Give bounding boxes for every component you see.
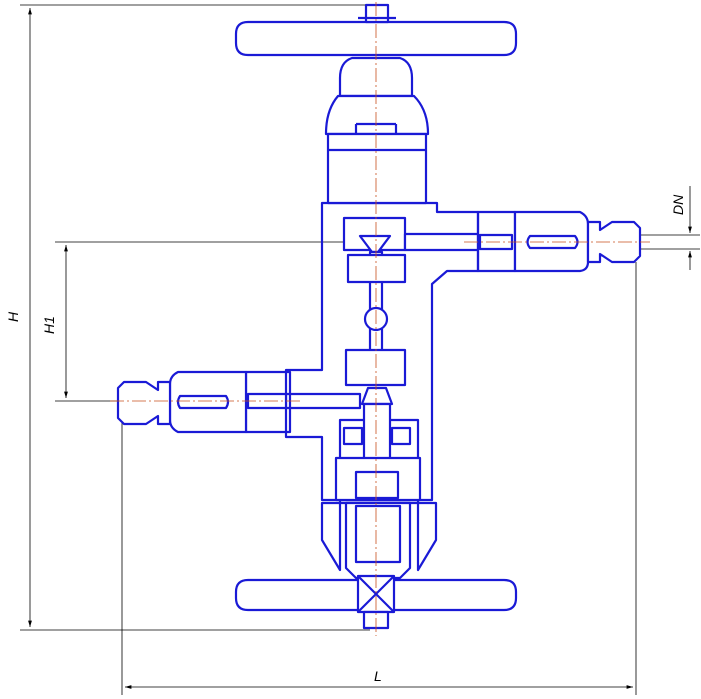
centerlines — [110, 2, 650, 636]
body-section — [284, 201, 480, 505]
lower-bonnet-core — [354, 504, 402, 564]
lower-chamber — [344, 348, 407, 387]
label-l: L — [374, 668, 382, 684]
top-handwheel[interactable] — [234, 20, 518, 57]
label-h1: H1 — [41, 316, 57, 334]
bonnet-skirt-left — [320, 501, 342, 572]
gland-inner — [354, 470, 400, 500]
bonnet-cap — [324, 94, 430, 136]
inlet-fitting — [116, 370, 292, 434]
lower-disk — [360, 386, 394, 406]
top-nut — [364, 3, 390, 24]
square-drive-cross — [357, 575, 395, 613]
bonnet-skirt-right — [416, 501, 438, 572]
cross-bore — [346, 253, 407, 284]
inlet-union-slot — [176, 394, 230, 410]
outlet-fitting — [476, 210, 642, 273]
label-h: H — [5, 311, 21, 322]
inlet-nipple — [116, 380, 172, 426]
upper-assembly — [234, 3, 518, 205]
label-dn: DN — [670, 194, 686, 215]
packing-right — [390, 426, 412, 446]
bonnet-body — [326, 132, 428, 205]
lower-assembly — [234, 386, 518, 630]
packing-left — [342, 426, 364, 446]
